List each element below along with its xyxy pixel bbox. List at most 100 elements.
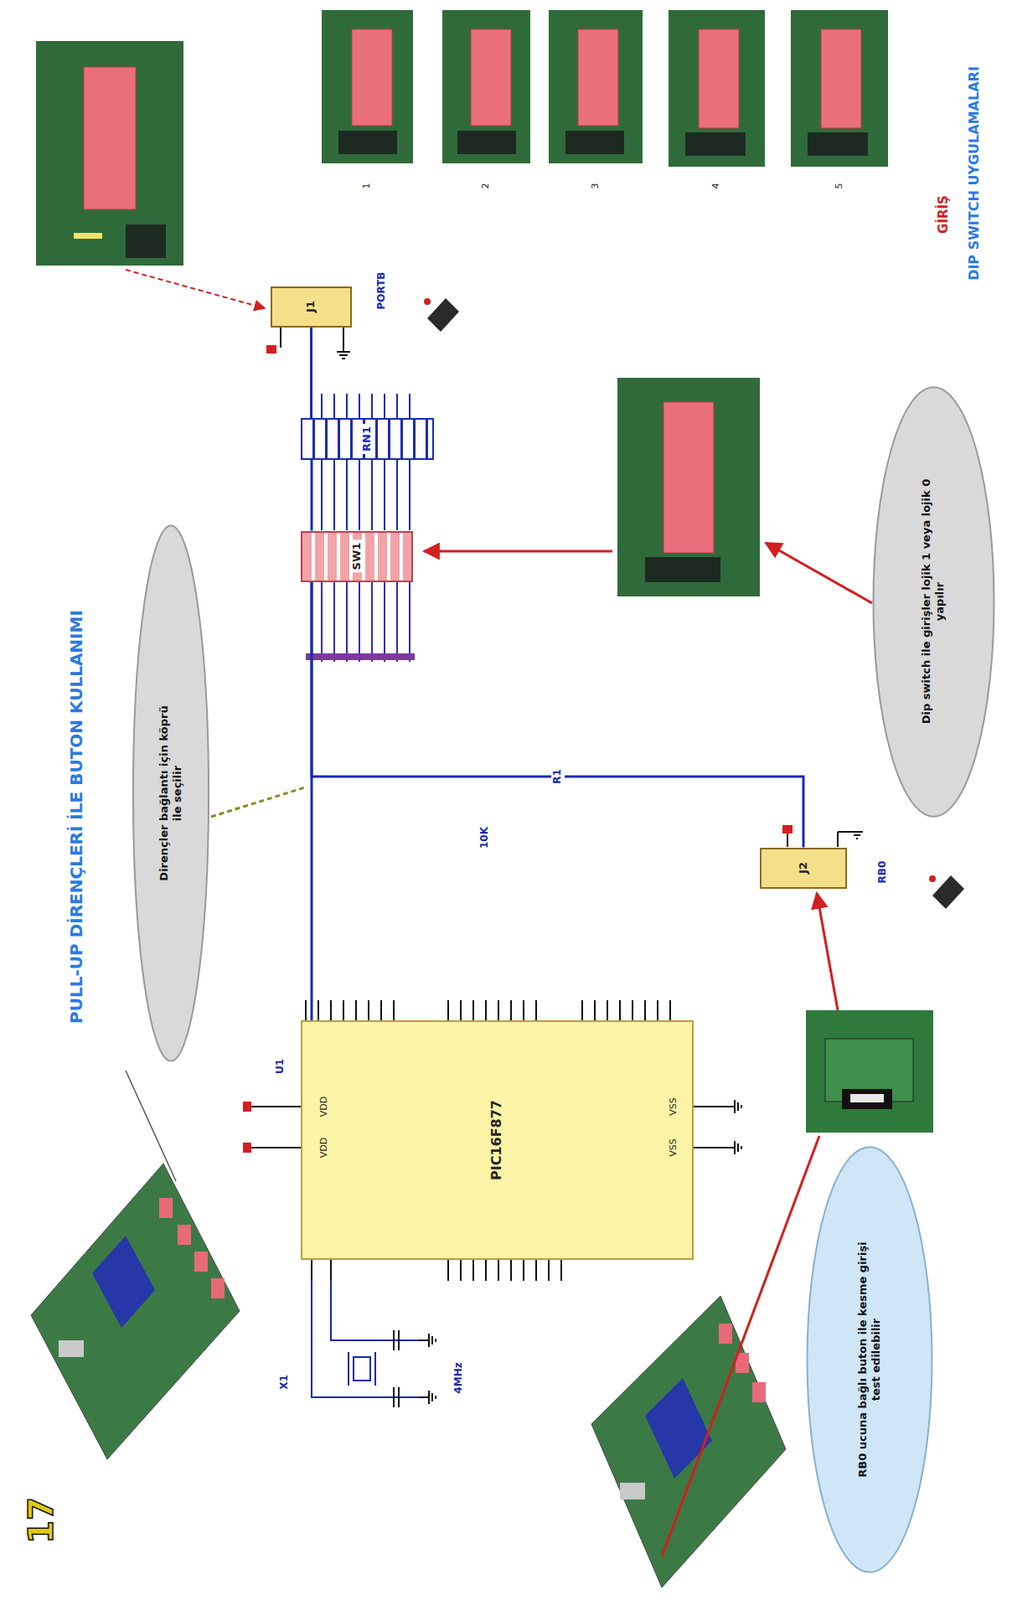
pin-name: VDD (319, 1137, 331, 1158)
page-number: 17 (21, 1497, 61, 1544)
board-photo (790, 10, 889, 167)
pin-header: J2 (759, 847, 847, 889)
port-name: PORTB (376, 271, 388, 310)
callout-text: RB0 ucuna bağlı buton ile kesme girişi t… (856, 1234, 883, 1486)
jumper-icon (427, 298, 460, 332)
callout-bubble: Dip switch ile girişler lojik 1 veya loj… (872, 382, 996, 821)
part-name: R1 (551, 766, 565, 787)
board-photo (338, 130, 398, 155)
power-symbol (242, 1142, 252, 1153)
board-photo (850, 1094, 884, 1103)
board-photo (470, 29, 512, 126)
photo-number: 3 (590, 183, 602, 190)
part-label: J1 (304, 300, 318, 313)
bubble-outline (807, 1146, 933, 1573)
part-label: SW1 (350, 540, 364, 574)
bus-wires (321, 581, 410, 662)
board-photo (548, 10, 643, 164)
jumper-icon (423, 298, 431, 305)
bubble-outline (133, 526, 209, 1062)
wire (311, 582, 804, 848)
heading-note: DIP SWITCH UYGULAMALARI (966, 66, 982, 281)
callout-text: Dip switch ile girişler lojik 1 veya loj… (919, 475, 946, 728)
board-photo (36, 41, 184, 266)
part-label: J2 (796, 862, 811, 874)
photo-number: 4 (711, 183, 723, 190)
crystal-symbol (393, 1330, 399, 1408)
pin-name: RB0 (877, 861, 889, 884)
board-photo (619, 1482, 646, 1500)
power-symbol (837, 831, 852, 833)
board-photo (457, 130, 517, 155)
wire (310, 459, 314, 532)
board-photo (565, 130, 625, 155)
board-photo (321, 10, 414, 164)
part-name: U1 (274, 1058, 287, 1074)
callout-text: Dirençler bağlantı için köprü ile seçili… (157, 697, 184, 890)
leader-line (125, 269, 265, 309)
board-photo (442, 10, 531, 164)
board-photo (617, 377, 760, 597)
board-photo (30, 1163, 240, 1460)
photo-number: 5 (834, 183, 846, 190)
board-photo (663, 402, 714, 553)
crystal-symbol (311, 1280, 419, 1398)
board-photo (685, 132, 746, 156)
board-photo (841, 1089, 893, 1110)
power-symbol (782, 825, 793, 834)
board-photo (125, 224, 166, 259)
board-photo (645, 557, 721, 583)
board-photo (805, 1010, 934, 1133)
part-label: RN1 (360, 423, 374, 455)
leader-line (816, 893, 838, 1011)
jumper-icon (932, 875, 965, 909)
jumper-icon (929, 875, 936, 883)
crystal-symbol (353, 1357, 371, 1381)
wire (309, 327, 313, 419)
board-photo (820, 29, 862, 129)
crystal-symbol (348, 1352, 376, 1386)
board-photo (159, 1197, 173, 1219)
pin-name: VSS (668, 1097, 680, 1116)
pin-name: VSS (668, 1138, 680, 1157)
board-photo (73, 232, 103, 239)
callout-bubble: Dirençler bağlantı için köprü ile seçili… (132, 520, 210, 1067)
board-photo (752, 1382, 766, 1403)
bubble-outline (872, 387, 994, 817)
board-photo (668, 10, 765, 167)
crystal-symbol (418, 1333, 436, 1405)
board-photo (698, 29, 739, 129)
microcontroller-chip: PIC16F877 (300, 1020, 694, 1260)
resistor-network: RN1 (300, 418, 434, 460)
power-symbol (693, 1099, 742, 1155)
bus-wires (305, 653, 415, 661)
board-photo (591, 1295, 786, 1588)
board-photo (58, 1340, 84, 1358)
part-name: X1 (278, 1374, 291, 1390)
part-value: 4MHz (453, 1362, 465, 1394)
power-symbol (266, 326, 863, 847)
heading-note: GİRİŞ (936, 195, 951, 234)
leader-line (125, 1070, 176, 1182)
board-photo (92, 1235, 155, 1328)
power-symbol (249, 1106, 301, 1148)
board-photo (83, 67, 136, 210)
photo-number: 2 (480, 183, 492, 190)
pin-name: VDD (319, 1096, 331, 1117)
part-value: 10K (479, 826, 491, 849)
bus-wires (321, 393, 410, 531)
leader-line (765, 542, 873, 604)
leader-line (125, 269, 873, 1557)
board-photo (36, 41, 184, 266)
page-title: PULL-UP DİRENÇLERİ İLE BUTON KULLANIMI (67, 609, 87, 1024)
board-photo (807, 132, 868, 156)
dip-switch: SW1 (300, 531, 414, 583)
board-photo (211, 1278, 225, 1299)
leader-line (423, 550, 613, 553)
callout-bubble: RB0 ucuna bağlı buton ile kesme girişi t… (805, 1142, 934, 1577)
board-photo (718, 1323, 733, 1344)
board-photo (617, 377, 760, 597)
pin-header: J1 (270, 286, 352, 328)
power-symbol (242, 1101, 252, 1112)
